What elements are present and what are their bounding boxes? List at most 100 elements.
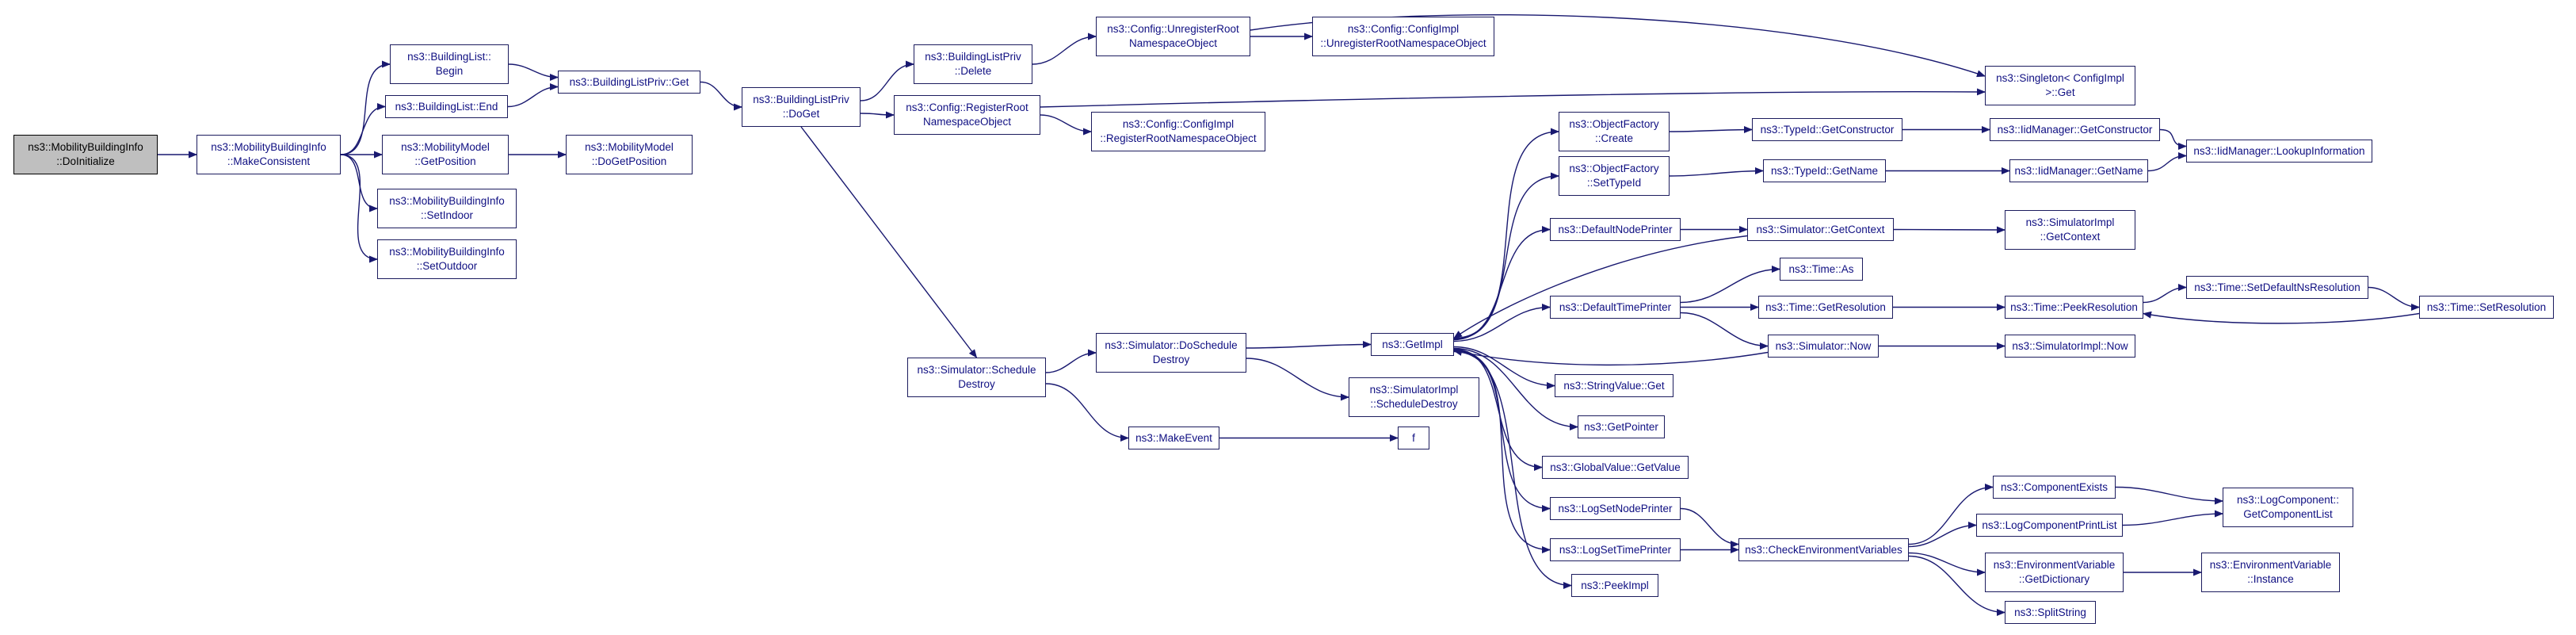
node-label: ns3::MobilityBuildingInfo [389,195,505,207]
node-label: ns3::LogComponentPrintList [1982,518,2117,531]
node-globalvalue-getvalue[interactable]: ns3::GlobalValue::GetValue [1542,456,1689,479]
node-buildinglist-end[interactable]: ns3::BuildingList::End [385,95,508,118]
node-simulatorimpl-scheduledestroy[interactable]: ns3::SimulatorImpl::ScheduleDestroy [1349,377,1479,417]
edge-componentexists--logcomponent-getcomponentlist [2115,486,2223,505]
node-logcomponentprintlist[interactable]: ns3::LogComponentPrintList [1976,514,2123,537]
node-label: ::MakeConsistent [227,155,311,167]
node-label: ns3::EnvironmentVariable [2209,559,2332,571]
node-iidmanager-lookupinformation[interactable]: ns3::IidManager::LookupInformation [2186,140,2372,163]
node-time-setresolution[interactable]: ns3::Time::SetResolution [2419,296,2554,319]
node-label: ns3::LogSetTimePrinter [1559,543,1672,556]
edge-getimpl--objectfactory-settypeid [1453,172,1559,340]
node-time-setdefaultnsresolution[interactable]: ns3::Time::SetDefaultNsResolution [2186,276,2368,299]
node-label: ::UnregisterRootNamespaceObject [1320,37,1486,49]
node-logsetnodeprinter[interactable]: ns3::LogSetNodePrinter [1550,497,1681,520]
node-stringvalue-get[interactable]: ns3::StringValue::Get [1555,374,1673,397]
node-objectfactory-create[interactable]: ns3::ObjectFactory::Create [1559,112,1670,151]
edge-simulator-scheduledestroy--makeevent [1045,383,1129,442]
node-typeid-getconstructor[interactable]: ns3::TypeId::GetConstructor [1752,118,1902,141]
node-time-getresolution[interactable]: ns3::Time::GetResolution [1758,296,1893,319]
node-time-peekresolution[interactable]: ns3::Time::PeekResolution [2005,296,2143,319]
node-iidmanager-getconstructor[interactable]: ns3::IidManager::GetConstructor [1990,118,2160,141]
node-configimpl-register[interactable]: ns3::Config::ConfigImpl::RegisterRootNam… [1091,112,1265,151]
node-typeid-getname[interactable]: ns3::TypeId::GetName [1763,159,1886,182]
node-buildinglistpriv-doget[interactable]: ns3::BuildingListPriv::DoGet [742,87,861,127]
node-defaulttimeprinter[interactable]: ns3::DefaultTimePrinter [1550,296,1681,319]
node-label: ns3::StringValue::Get [1563,379,1665,392]
node-configimpl-unregister[interactable]: ns3::Config::ConfigImpl::UnregisterRootN… [1312,17,1494,56]
node-label: Begin [435,65,464,77]
node-environmentvariable-getdictionary[interactable]: ns3::EnvironmentVariable::GetDictionary [1985,553,2124,592]
node-label: ns3::Time::GetResolution [1765,300,1886,313]
edge-objectfactory-settypeid--typeid-getname [1669,167,1764,177]
node-label: NamespaceObject [922,116,1012,128]
edge-getimpl--defaulttimeprinter [1453,304,1551,342]
edge-buildinglist-end--buildinglistpriv-get [507,83,559,108]
node-checkenvironmentvariables[interactable]: ns3::CheckEnvironmentVariables [1738,538,1909,561]
node-label: ::DoGet [782,108,820,120]
node-label: ns3::LogSetNodePrinter [1558,502,1673,515]
node-getpointer[interactable]: ns3::GetPointer [1578,415,1665,438]
node-label: Destroy [958,378,995,390]
edge-simulator-getcontext--simulatorimpl-getcontext [1893,226,2005,234]
node-label: ::Delete [954,65,992,77]
node-label: ns3::ComponentExists [2000,480,2109,493]
node-f[interactable]: f [1398,427,1429,449]
edge-logsetnodeprinter--checkenvironmentvariables [1680,507,1739,548]
edge-config-register--configimpl-register [1040,114,1092,136]
node-label: >::Get [2045,86,2075,98]
node-simulator-getcontext[interactable]: ns3::Simulator::GetContext [1747,218,1894,241]
node-setoutdoor[interactable]: ns3::MobilityBuildingInfo::SetOutdoor [377,239,517,279]
edge-time-setdefaultnsresolution--time-setresolution [2368,286,2420,311]
node-label: ::Create [1594,132,1634,144]
node-mobilitymodel-dogetposition[interactable]: ns3::MobilityModel::DoGetPosition [566,135,693,174]
node-label: ::ScheduleDestroy [1370,398,1458,410]
node-label: ns3::MobilityModel [401,141,490,153]
node-label: ns3::MakeEvent [1135,431,1212,444]
node-simulator-now[interactable]: ns3::Simulator::Now [1768,335,1879,358]
node-simulatorimpl-now[interactable]: ns3::SimulatorImpl::Now [2005,335,2135,358]
edge-checkenvironmentvariables--splitstring [1908,555,2005,616]
node-label: ns3::Simulator::Schedule [917,364,1036,376]
edge-buildinglistpriv-doget--buildinglistpriv-delete [860,60,914,101]
node-label: ns3::MobilityModel [585,141,674,153]
node-singleton-get[interactable]: ns3::Singleton< ConfigImpl>::Get [1985,66,2135,105]
node-componentexists[interactable]: ns3::ComponentExists [1993,476,2116,499]
node-peekimpl[interactable]: ns3::PeekImpl [1571,574,1658,597]
node-buildinglistpriv-delete[interactable]: ns3::BuildingListPriv::Delete [914,44,1032,84]
edge-checkenvironmentvariables--environmentvariable-getdictionary [1908,552,1986,576]
node-makeconsistent[interactable]: ns3::MobilityBuildingInfo::MakeConsisten… [197,135,341,174]
node-environmentvariable-instance[interactable]: ns3::EnvironmentVariable::Instance [2201,553,2340,592]
node-label: ns3::TypeId::GetConstructor [1760,123,1895,136]
node-buildinglist-begin[interactable]: ns3::BuildingList::Begin [390,44,509,84]
node-setindoor[interactable]: ns3::MobilityBuildingInfo::SetIndoor [377,189,517,228]
edge-time-peekresolution--time-setdefaultnsresolution [2143,284,2187,304]
edge-getimpl--logsetnodeprinter [1453,349,1551,512]
node-makeevent[interactable]: ns3::MakeEvent [1128,427,1219,449]
node-iidmanager-getname[interactable]: ns3::IidManager::GetName [2009,159,2148,182]
node-label: ns3::Time::SetDefaultNsResolution [2194,281,2360,293]
edge-defaulttimeprinter--simulator-now [1680,312,1769,350]
node-getimpl[interactable]: ns3::GetImpl [1371,333,1454,356]
node-label: ns3::TypeId::GetName [1770,164,1879,177]
node-label: ns3::Time::As [1788,262,1854,275]
node-label: ns3::BuildingListPriv [925,51,1021,63]
node-simulatorimpl-getcontext[interactable]: ns3::SimulatorImpl::GetContext [2005,210,2135,250]
node-label: ::SetTypeId [1586,177,1642,189]
node-label: GetComponentList [2243,508,2333,520]
edge-time-setresolution--time-peekresolution [2143,311,2420,324]
node-time-as[interactable]: ns3::Time::As [1780,258,1863,281]
node-logcomponent-getcomponentlist[interactable]: ns3::LogComponent::GetComponentList [2223,488,2353,527]
node-splitstring[interactable]: ns3::SplitString [2005,601,2096,624]
node-objectfactory-settypeid[interactable]: ns3::ObjectFactory::SetTypeId [1559,156,1670,196]
edge-checkenvironmentvariables--logcomponentprintlist [1908,522,1977,548]
node-mobilitymodel-getposition[interactable]: ns3::MobilityModel::GetPosition [382,135,509,174]
node-logsettimeprinter[interactable]: ns3::LogSetTimePrinter [1550,538,1681,561]
node-buildinglistpriv-get[interactable]: ns3::BuildingListPriv::Get [558,71,700,94]
node-defaultnodeprinter[interactable]: ns3::DefaultNodePrinter [1550,218,1681,241]
